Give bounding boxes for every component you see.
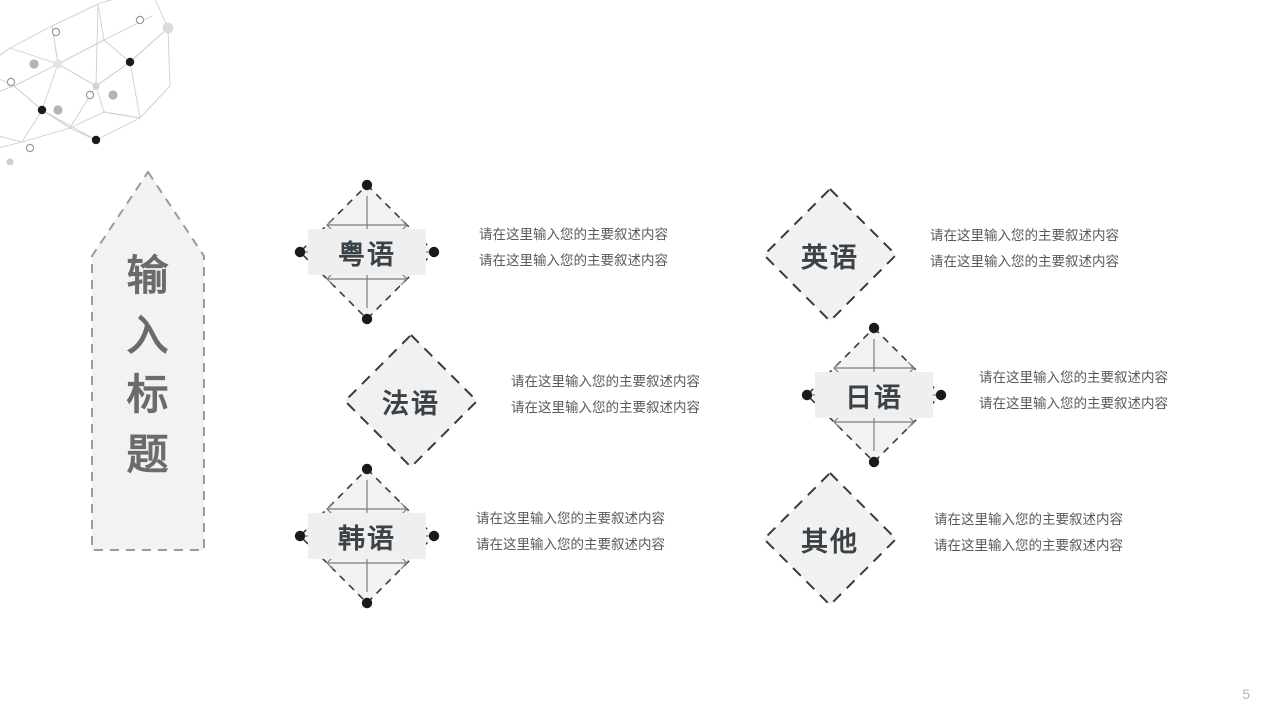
description-line: 请在这里输入您的主要叙述内容 [476, 511, 665, 527]
description-line: 请在这里输入您的主要叙述内容 [511, 374, 700, 390]
diamond-label: 英语 [801, 242, 859, 274]
description-line: 请在这里输入您的主要叙述内容 [479, 227, 668, 243]
network-mesh-decoration [0, 0, 174, 165]
description-line: 请在这里输入您的主要叙述内容 [934, 512, 1123, 528]
diamond-label: 日语 [815, 372, 933, 418]
arrow-shape [91, 170, 205, 551]
description-line: 请在这里输入您的主要叙述内容 [930, 254, 1119, 271]
description-line: 请在这里输入您的主要叙述内容 [934, 538, 1123, 555]
diamond-plain [762, 187, 898, 323]
description-line: 请在这里输入您的主要叙述内容 [979, 370, 1168, 386]
title-arrow-banner: 输 入 标 题 [88, 168, 208, 554]
item-english[interactable]: 英语 请在这里输入您的主要叙述内容 请在这里输入您的主要叙述内容 [760, 185, 1230, 325]
item-description: 请在这里输入您的主要叙述内容 请在这里输入您的主要叙述内容 [479, 222, 668, 275]
diamond-label: 粤语 [308, 229, 426, 275]
item-korean[interactable]: 韩语 请在这里输入您的主要叙述内容 请在这里输入您的主要叙述内容 [291, 460, 771, 612]
item-other[interactable]: 其他 请在这里输入您的主要叙述内容 请在这里输入您的主要叙述内容 [760, 469, 1230, 609]
page-number: 5 [1242, 686, 1250, 702]
description-line: 请在这里输入您的主要叙述内容 [511, 400, 700, 417]
description-line: 请在这里输入您的主要叙述内容 [479, 253, 668, 270]
description-line: 请在这里输入您的主要叙述内容 [930, 228, 1119, 244]
diamond-label: 法语 [382, 388, 440, 420]
item-description: 请在这里输入您的主要叙述内容 请在这里输入您的主要叙述内容 [511, 369, 700, 422]
description-line: 请在这里输入您的主要叙述内容 [979, 396, 1168, 413]
item-japanese[interactable]: 日语 请在这里输入您的主要叙述内容 请在这里输入您的主要叙述内容 [798, 319, 1258, 471]
description-line: 请在这里输入您的主要叙述内容 [476, 537, 665, 554]
item-description: 请在这里输入您的主要叙述内容 请在这里输入您的主要叙述内容 [979, 365, 1168, 418]
item-cantonese[interactable]: 粤语 请在这里输入您的主要叙述内容 请在这里输入您的主要叙述内容 [291, 176, 791, 326]
diamond-plain [343, 333, 479, 469]
item-description: 请在这里输入您的主要叙述内容 请在这里输入您的主要叙述内容 [930, 223, 1119, 276]
item-french[interactable]: 法语 请在这里输入您的主要叙述内容 请在这里输入您的主要叙述内容 [341, 331, 791, 471]
item-description: 请在这里输入您的主要叙述内容 请在这里输入您的主要叙述内容 [476, 506, 665, 559]
item-description: 请在这里输入您的主要叙述内容 请在这里输入您的主要叙述内容 [934, 507, 1123, 560]
diamond-label: 其他 [801, 526, 859, 558]
diamond-label: 韩语 [308, 513, 426, 559]
page-title: 输 入 标 题 [126, 251, 170, 479]
diamond-plain [762, 471, 898, 607]
